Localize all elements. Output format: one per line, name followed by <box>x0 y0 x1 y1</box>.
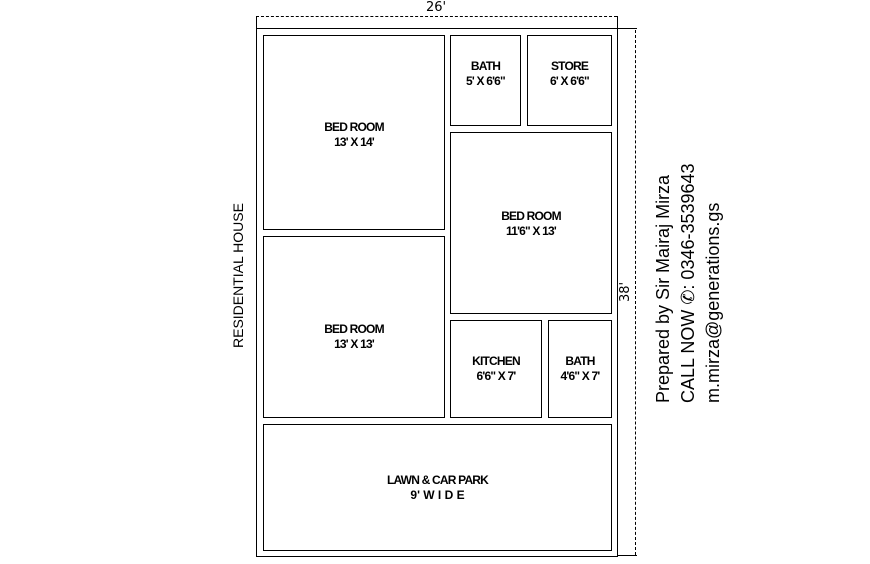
room-dimensions: 5' X 6'6" <box>466 73 506 88</box>
room-dimensions: 9' W I D E <box>410 487 465 502</box>
room-dimensions: 11'6" X 13' <box>506 224 557 238</box>
room-dimensions: 4'6" X 7' <box>560 369 601 383</box>
credit-phone: CALL NOW ✆: 0346-3539643 <box>678 163 698 403</box>
room-bath-1: BATH 5' X 6'6" <box>450 35 521 126</box>
room-kitchen: KITCHEN 6'6" X 7' <box>450 320 542 418</box>
room-bedroom-1: BED ROOM 13' X 14' <box>263 35 445 230</box>
height-dimension-tick-bottom <box>617 555 637 556</box>
room-bedroom-2: BED ROOM 13' X 13' <box>263 236 445 418</box>
room-bath-2: BATH 4'6" X 7' <box>548 320 612 418</box>
room-name: STORE <box>550 58 589 73</box>
room-name: BATH <box>470 58 501 73</box>
room-name: BED ROOM <box>501 209 561 223</box>
room-name: KITCHEN <box>472 354 521 368</box>
width-dimension-tick-right <box>617 16 618 30</box>
height-dimension-label: 38' <box>618 279 633 304</box>
width-dimension-label: 26' <box>424 0 449 15</box>
height-dimension-tick-top <box>617 28 637 29</box>
room-name: BATH <box>565 354 595 368</box>
plan-title: RESIDENTIAL HOUSE <box>230 203 246 348</box>
room-name: LAWN & CAR PARK <box>386 472 489 487</box>
room-dimensions: 6'6" X 7' <box>476 369 517 383</box>
width-dimension-line <box>256 16 617 17</box>
room-dimensions: 13' X 14' <box>334 135 375 149</box>
room-lawn-car-park: LAWN & CAR PARK 9' W I D E <box>263 424 612 551</box>
room-name: BED ROOM <box>324 322 384 336</box>
room-bedroom-3: BED ROOM 11'6" X 13' <box>450 132 612 314</box>
room-dimensions: 6' X 6'6" <box>550 73 590 88</box>
room-dimensions: 13' X 13' <box>334 337 375 351</box>
credit-author: Prepared by Sir Mairaj Mirza <box>653 174 673 403</box>
outer-wall <box>256 28 618 557</box>
credit-email: m.mirza@generations.gs <box>703 202 723 403</box>
width-dimension-tick-left <box>256 16 257 30</box>
room-name: BED ROOM <box>324 120 384 134</box>
room-store: STORE 6' X 6'6" <box>527 35 612 126</box>
height-dimension-line <box>635 30 636 555</box>
